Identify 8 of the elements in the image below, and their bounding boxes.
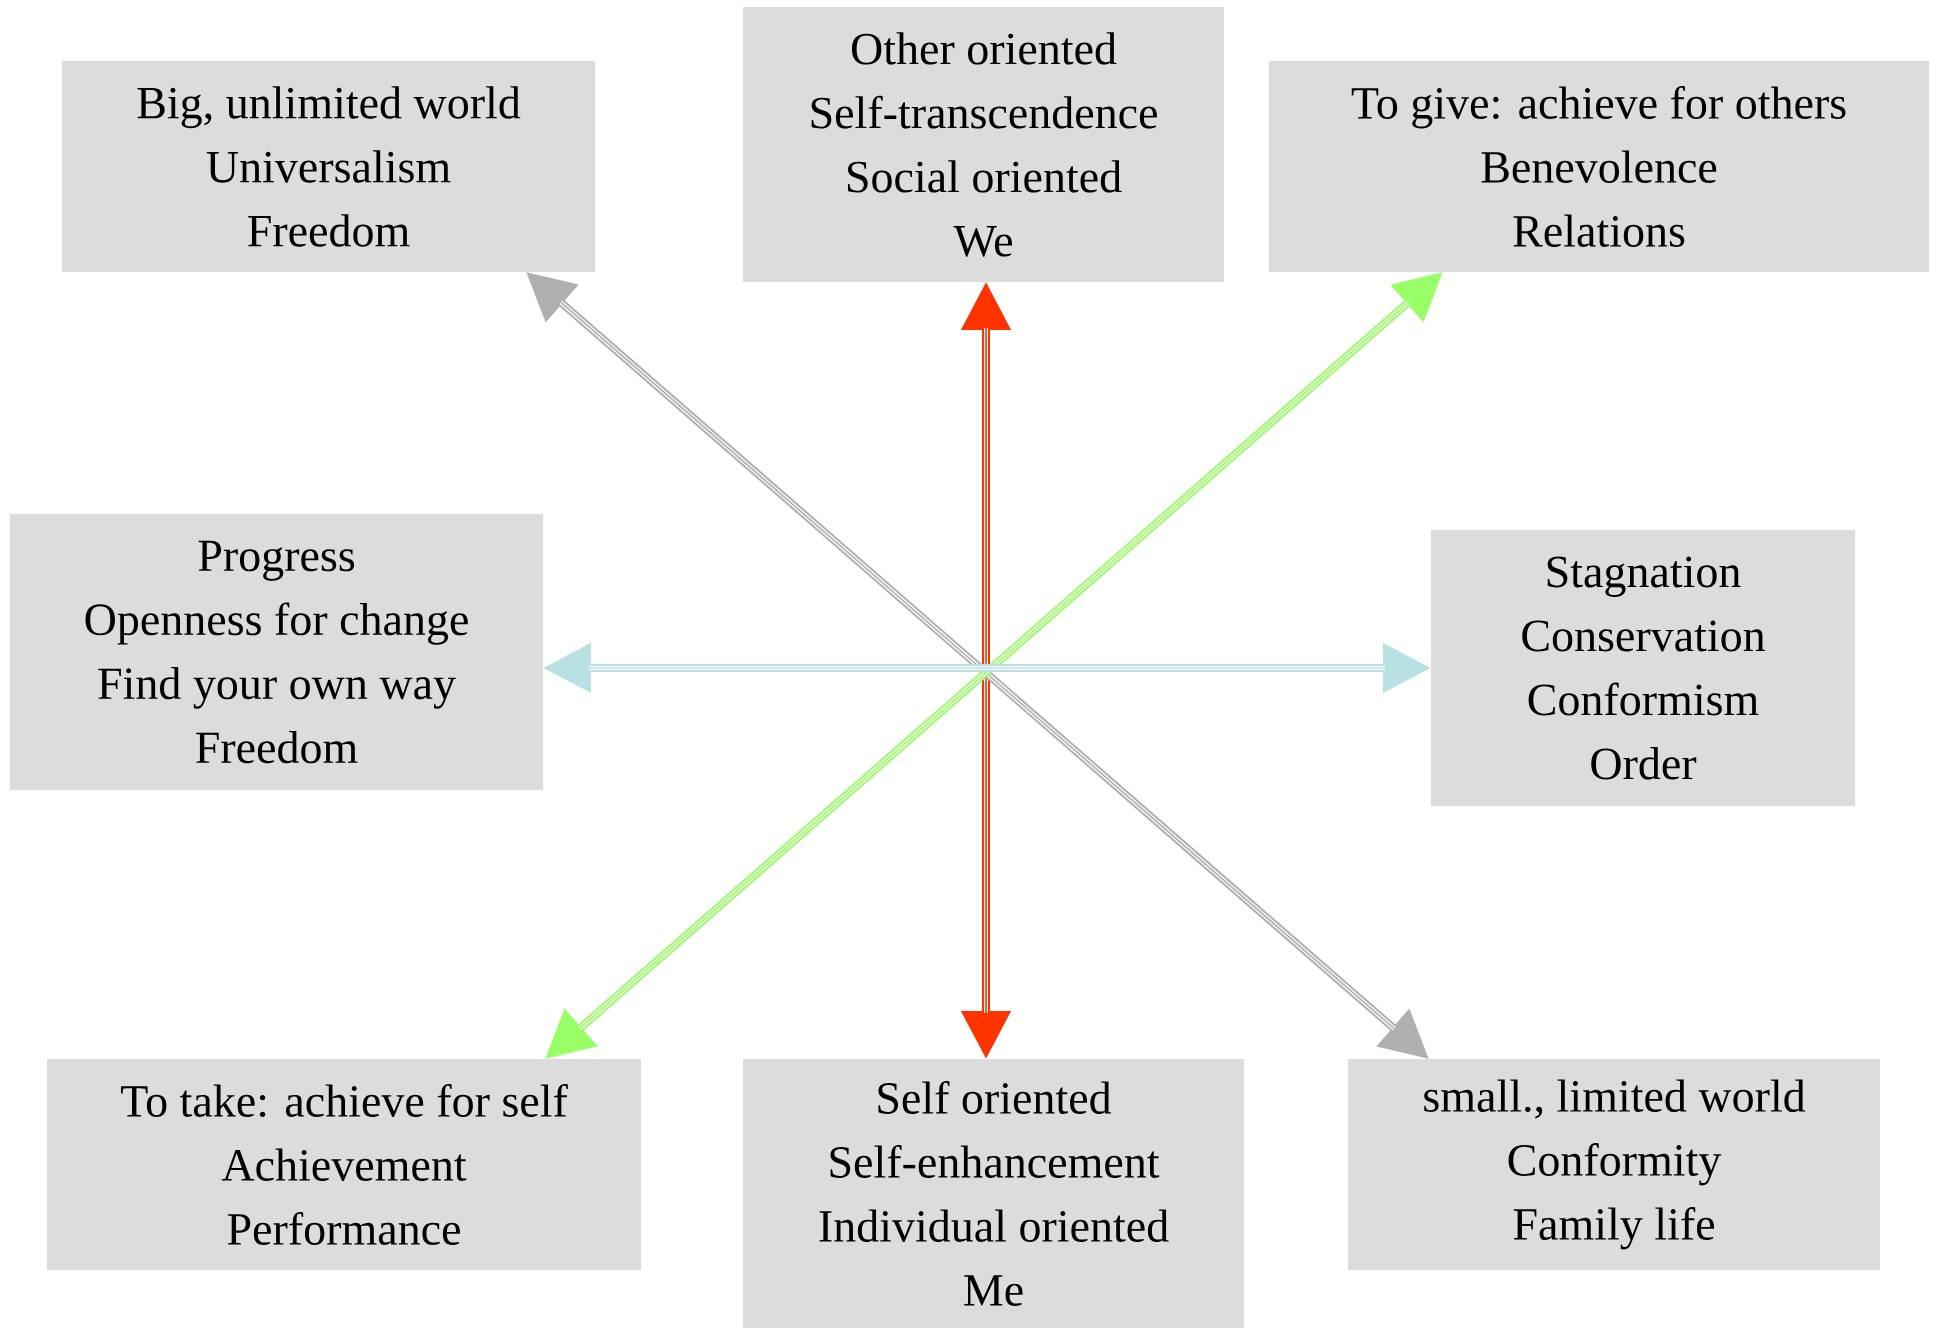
text-box: Other oriented Self-transcendence Social oriented We [743,7,1224,282]
text-box: Progress Openness for change Find your own way Freedom [10,514,543,790]
text-box: To give: achieve for others Benevolence Relations [1269,61,1929,272]
text-box: Self oriented Self-enhancement Individual oriented Me [743,1059,1244,1328]
text-box: Stagnation Conservation Conformism Order [1431,530,1855,806]
text-box: small., limited world Conformity Family life [1348,1059,1880,1270]
text-box: To take: achieve for self Achievement Performance [47,1059,641,1270]
text-box: Big, unlimited world Universalism Freedom [62,61,595,272]
